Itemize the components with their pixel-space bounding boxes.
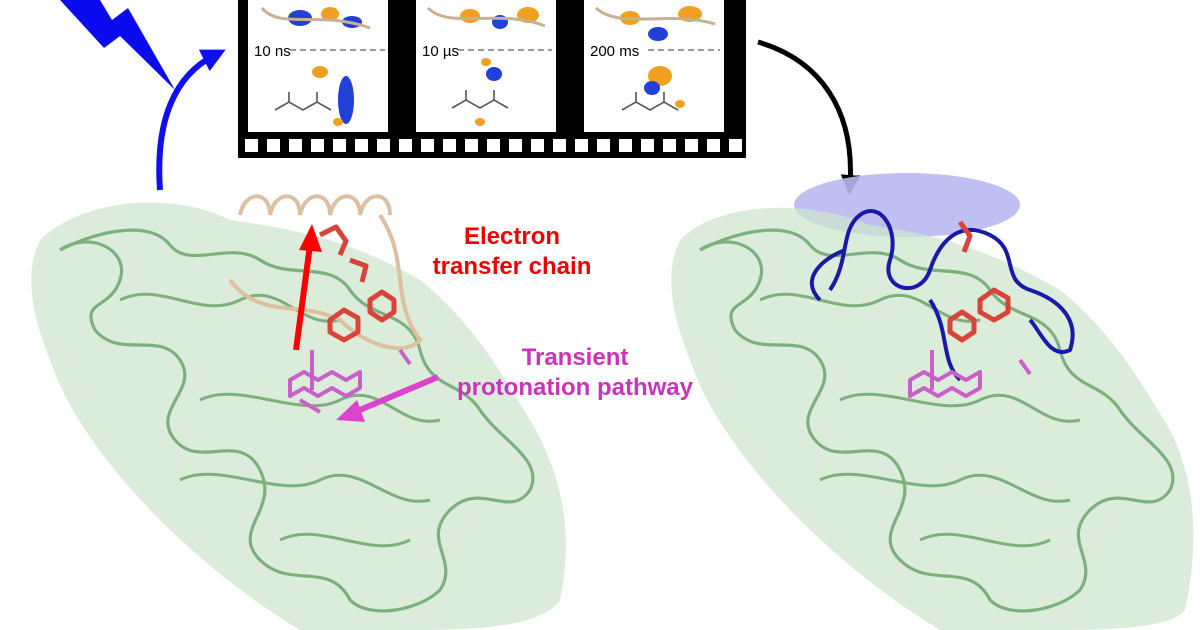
sprocket-hole xyxy=(509,139,522,152)
transient-protonation-pathway-text: Transient protonation pathway xyxy=(440,343,710,403)
protein-structure-light-state xyxy=(671,173,1193,630)
sprocket-hole xyxy=(597,139,610,152)
sprocket-hole xyxy=(355,139,368,152)
sprocket-hole xyxy=(575,139,588,152)
sprocket-hole xyxy=(245,139,258,152)
sprocket-hole xyxy=(487,139,500,152)
transient-protonation-pathway-label: Transient protonation pathway xyxy=(440,343,710,403)
transition-arrow-icon xyxy=(758,42,850,185)
sprocket-hole xyxy=(531,139,544,152)
sprocket-hole xyxy=(421,139,434,152)
sprocket-hole xyxy=(443,139,456,152)
sprocket-hole xyxy=(311,139,324,152)
sprocket-hole xyxy=(333,139,346,152)
flash-arrow-icon xyxy=(159,55,215,190)
sprocket-hole xyxy=(619,139,632,152)
sprocket-hole xyxy=(641,139,654,152)
frame-time-2: 10 µs xyxy=(422,43,459,60)
sprocket-hole xyxy=(707,139,720,152)
sprocket-hole xyxy=(663,139,676,152)
frame-time-3: 200 ms xyxy=(590,43,639,60)
film-sprocket-holes xyxy=(245,139,742,152)
film-strip: 10 ns 10 µs 200 ms xyxy=(238,0,746,158)
film-frame-2 xyxy=(416,0,556,132)
sprocket-hole xyxy=(465,139,478,152)
sprocket-hole xyxy=(289,139,302,152)
sprocket-hole xyxy=(685,139,698,152)
lightning-bolt-icon xyxy=(60,0,175,90)
electron-transfer-chain-label: Electron transfer chain xyxy=(432,222,592,282)
film-frame-1 xyxy=(248,0,388,132)
sprocket-hole xyxy=(729,139,742,152)
film-frame-3 xyxy=(584,0,724,132)
frame-time-1: 10 ns xyxy=(254,43,291,60)
sprocket-hole xyxy=(553,139,566,152)
electron-transfer-chain-text: Electron transfer chain xyxy=(432,222,592,282)
sprocket-hole xyxy=(399,139,412,152)
sprocket-hole xyxy=(267,139,280,152)
sprocket-hole xyxy=(377,139,390,152)
